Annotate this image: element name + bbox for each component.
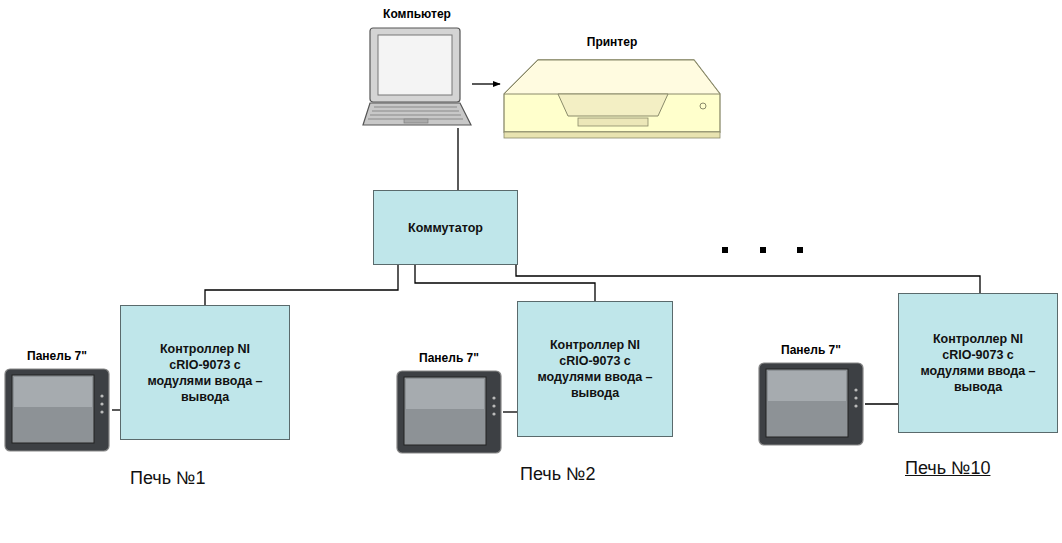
connector-line (457, 128, 458, 190)
icon-heading: Компьютер (362, 6, 472, 26)
ellipsis-dot (760, 247, 766, 253)
connector-line (472, 83, 500, 84)
controller-box: Контроллер NI cRIO-9073 с модулями ввода… (120, 305, 290, 440)
panel-icon: Панель 7" (757, 342, 865, 446)
furnace-label: Печь №1 (130, 468, 205, 489)
connector-line (865, 403, 898, 404)
ellipsis-dot (722, 247, 728, 253)
panel-icon: Панель 7" (395, 350, 503, 454)
box-text: Контроллер NI cRIO-9073 с модулями ввода… (536, 337, 654, 401)
ellipsis-dot (797, 247, 803, 253)
furnace-label: Печь №10 (905, 458, 990, 479)
controller-box: Контроллер NI cRIO-9073 с модулями ввода… (898, 293, 1058, 433)
printer-icon-drawing (498, 54, 726, 146)
computer-icon: Компьютер (362, 6, 472, 128)
box-text: Контроллер NI cRIO-9073 с модулями ввода… (919, 331, 1037, 395)
printer-icon: Принтер (498, 34, 726, 146)
icon-heading: Панель 7" (757, 342, 865, 362)
connector-line (516, 265, 980, 293)
ellipsis-dots (722, 247, 803, 253)
furnace-label: Печь №2 (520, 464, 595, 485)
panel-icon-drawing (396, 370, 502, 454)
icon-heading: Принтер (498, 34, 726, 54)
box-text: Коммутатор (408, 220, 483, 236)
computer-icon-drawing (362, 26, 472, 128)
panel-icon-drawing (4, 368, 110, 452)
connector-line (205, 265, 398, 305)
icon-heading: Панель 7" (395, 350, 503, 370)
connector-line (503, 411, 517, 412)
connector-line (415, 265, 595, 301)
box-text: Контроллер NI cRIO-9073 с модулями ввода… (146, 341, 264, 405)
connector-line (112, 409, 120, 410)
panel-icon-drawing (758, 362, 864, 446)
icon-heading: Панель 7" (2, 348, 112, 368)
panel-icon: Панель 7" (2, 348, 112, 452)
switch-box: Коммутатор (373, 190, 518, 265)
controller-box: Контроллер NI cRIO-9073 с модулями ввода… (517, 301, 673, 437)
